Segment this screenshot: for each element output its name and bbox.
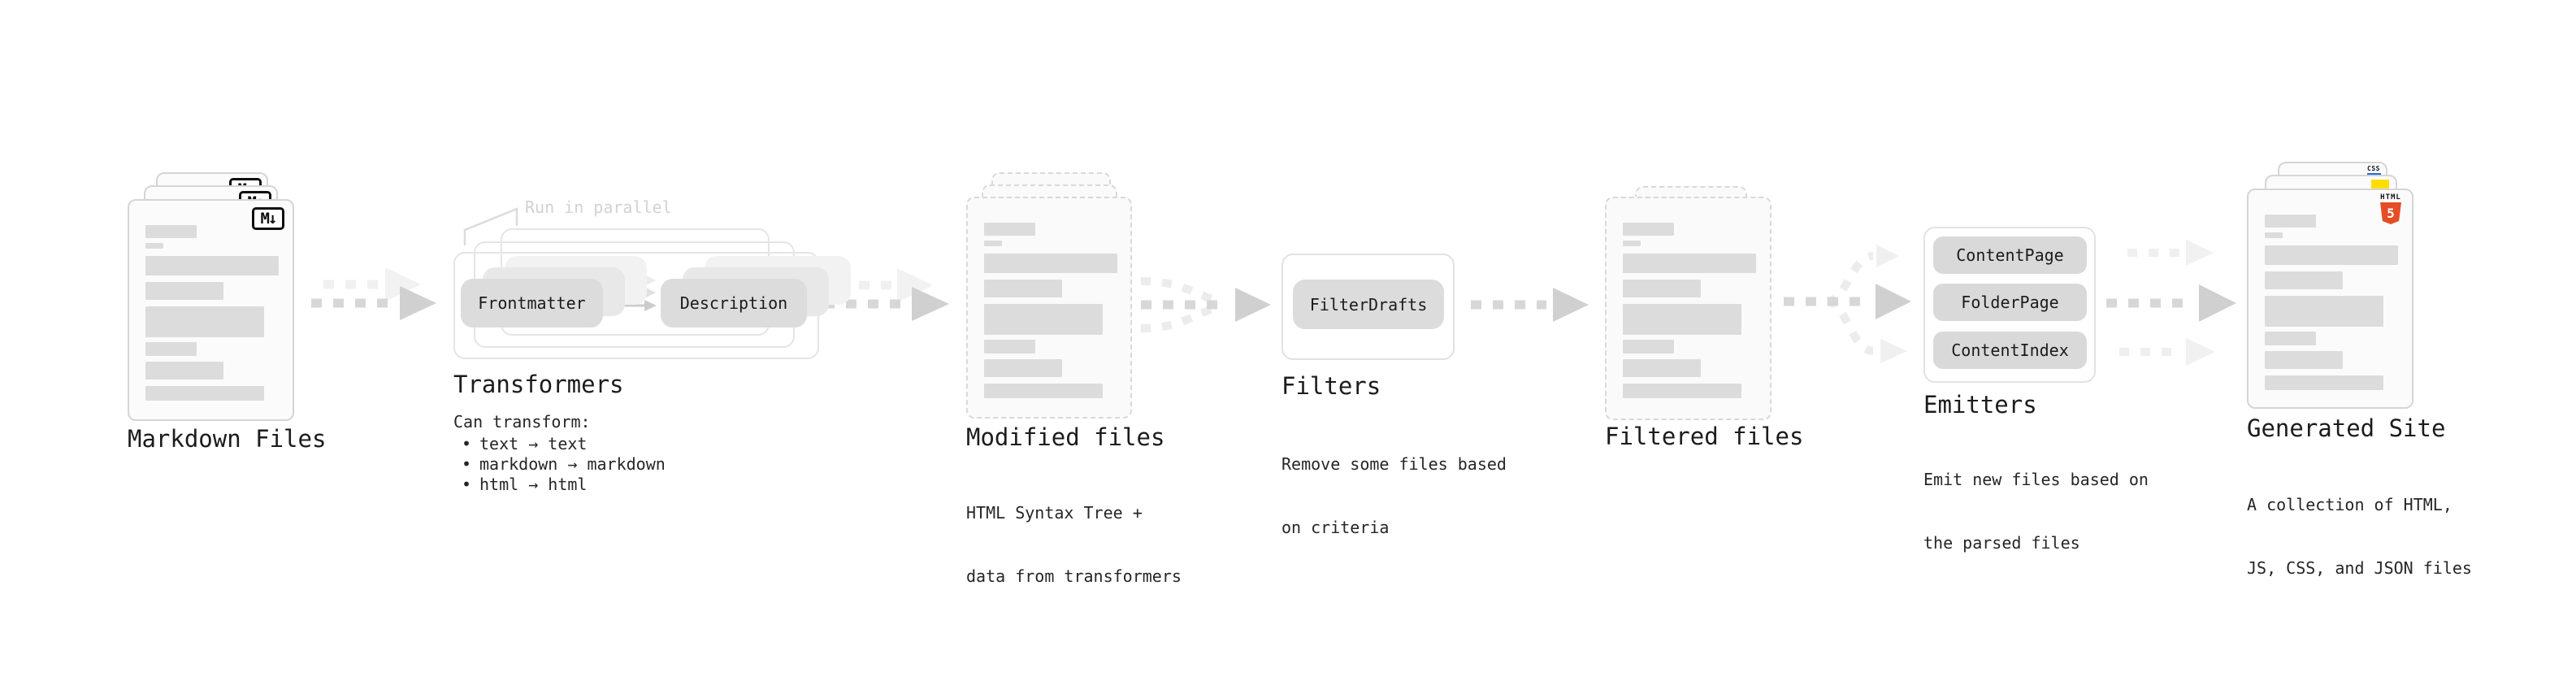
- description-pill-label: Description: [679, 293, 788, 313]
- skeleton-bar: [2265, 271, 2343, 289]
- arrow-filters-to-filtered: [1471, 288, 1589, 322]
- skeleton-bar: [1623, 254, 1756, 273]
- skeleton-bar: [2265, 375, 2383, 390]
- generated-site-label: Generated Site: [2247, 414, 2446, 442]
- skeleton-bar: [984, 223, 1035, 236]
- arrow-modified-to-filters: [1140, 277, 1271, 332]
- skeleton-bar: [2265, 245, 2398, 265]
- run-in-parallel-annotation: Run in parallel: [525, 197, 672, 217]
- skeleton-bar: [1623, 280, 1701, 297]
- skeleton-bar: [984, 280, 1062, 297]
- filterdrafts-pill: FilterDrafts: [1293, 280, 1444, 329]
- skeleton-bar: [145, 256, 279, 275]
- skeleton-bar: [1623, 384, 1741, 398]
- skeleton-bar: [1623, 340, 1674, 354]
- modified-files-label: Modified files: [966, 423, 1165, 451]
- arrow-filtered-to-emitters: [1784, 245, 1911, 363]
- skeleton-bar: [2265, 296, 2383, 327]
- emitters-desc: Emit new files based on the parsed files: [1923, 427, 2149, 596]
- skeleton-bar: [145, 362, 223, 380]
- markdown-icon: M↓: [252, 207, 284, 230]
- bullet-item: • html → html: [462, 474, 666, 494]
- skeleton-bar: [145, 243, 163, 249]
- skeleton-bar: [2265, 351, 2343, 369]
- skeleton-bar: [984, 304, 1103, 335]
- frontmatter-pill-label: Frontmatter: [478, 293, 586, 313]
- html5-icon-number: 5: [2387, 205, 2395, 221]
- contentpage-pill: ContentPage: [1933, 236, 2087, 274]
- desc-line: JS, CSS, and JSON files: [2247, 558, 2472, 578]
- bullet-text: text → text: [479, 433, 588, 453]
- generated-doc-front: HTML 5: [2247, 189, 2413, 409]
- markdown-files-label: Markdown Files: [128, 425, 327, 453]
- filtered-doc-front: [1605, 197, 1772, 420]
- frontmatter-pill: Frontmatter: [461, 279, 603, 327]
- skeleton-bar: [1623, 304, 1741, 335]
- arrow-emitters-to-generated: [2106, 240, 2236, 366]
- skeleton-bar: [2265, 332, 2316, 345]
- folderpage-pill: FolderPage: [1933, 284, 2087, 321]
- modified-files-desc: HTML Syntax Tree + data from transformer…: [966, 460, 1182, 629]
- folderpage-pill-label: FolderPage: [1961, 293, 2059, 312]
- bullet-glyph: •: [462, 474, 472, 494]
- skeleton-bar: [984, 340, 1035, 354]
- bullet-text: html → html: [479, 474, 588, 494]
- contentpage-pill-label: ContentPage: [1956, 245, 2064, 265]
- description-pill: Description: [661, 279, 807, 327]
- skeleton-bar: [145, 225, 197, 238]
- filters-desc: Remove some files based on criteria: [1281, 411, 1507, 580]
- contentindex-pill-label: ContentIndex: [1951, 340, 2069, 360]
- bullet-text: markdown → markdown: [479, 453, 666, 474]
- skeleton-bar: [145, 342, 197, 356]
- generated-site-desc: A collection of HTML, JS, CSS, and JSON …: [2247, 452, 2472, 621]
- bullet-glyph: •: [462, 453, 472, 474]
- bullet-item: • text → text: [462, 433, 666, 453]
- skeleton-bar: [984, 384, 1103, 398]
- bullet-item: • markdown → markdown: [462, 453, 666, 474]
- skeleton-bar: [984, 359, 1062, 377]
- bullet-glyph: •: [462, 433, 472, 453]
- js-icon: [2371, 180, 2389, 189]
- emitters-label: Emitters: [1923, 391, 2037, 419]
- transformers-bullet-list: • text → text • markdown → markdown • html …: [462, 433, 666, 494]
- filtered-files-label: Filtered files: [1605, 423, 1804, 450]
- filters-label: Filters: [1281, 372, 1381, 400]
- markdown-icon-glyph: M↓: [260, 210, 278, 228]
- skeleton-bar: [1623, 359, 1701, 377]
- desc-line: the parsed files: [1923, 533, 2080, 553]
- arrow-markdown-to-transformers: [311, 267, 436, 320]
- skeleton-bar: [984, 241, 1002, 246]
- html5-icon-word: HTML: [2380, 193, 2401, 202]
- filterdrafts-pill-label: FilterDrafts: [1309, 294, 1428, 314]
- skeleton-bar: [1623, 223, 1674, 236]
- skeleton-bar: [145, 386, 264, 401]
- skeleton-bar: [2265, 215, 2316, 228]
- transformers-label: Transformers: [453, 371, 624, 398]
- skeleton-bar: [2265, 232, 2283, 238]
- modified-doc-front: [966, 197, 1132, 419]
- transformers-desc-title: Can transform:: [453, 412, 591, 432]
- desc-line: Remove some files based: [1281, 454, 1507, 474]
- desc-line: A collection of HTML,: [2247, 495, 2452, 514]
- markdown-doc-front: M↓: [128, 199, 294, 421]
- desc-line: Emit new files based on: [1923, 470, 2149, 489]
- html5-icon: HTML 5: [2379, 193, 2403, 224]
- skeleton-bar: [145, 282, 223, 300]
- desc-line: HTML Syntax Tree +: [966, 503, 1143, 523]
- skeleton-bar: [1623, 241, 1641, 246]
- css-icon-label: CSS: [2367, 165, 2380, 172]
- desc-line: data from transformers: [966, 566, 1182, 586]
- skeleton-bar: [145, 306, 264, 337]
- skeleton-bar: [984, 254, 1117, 273]
- desc-line: on criteria: [1281, 518, 1390, 537]
- html5-icon-shield: 5: [2380, 202, 2401, 224]
- contentindex-pill: ContentIndex: [1933, 332, 2087, 369]
